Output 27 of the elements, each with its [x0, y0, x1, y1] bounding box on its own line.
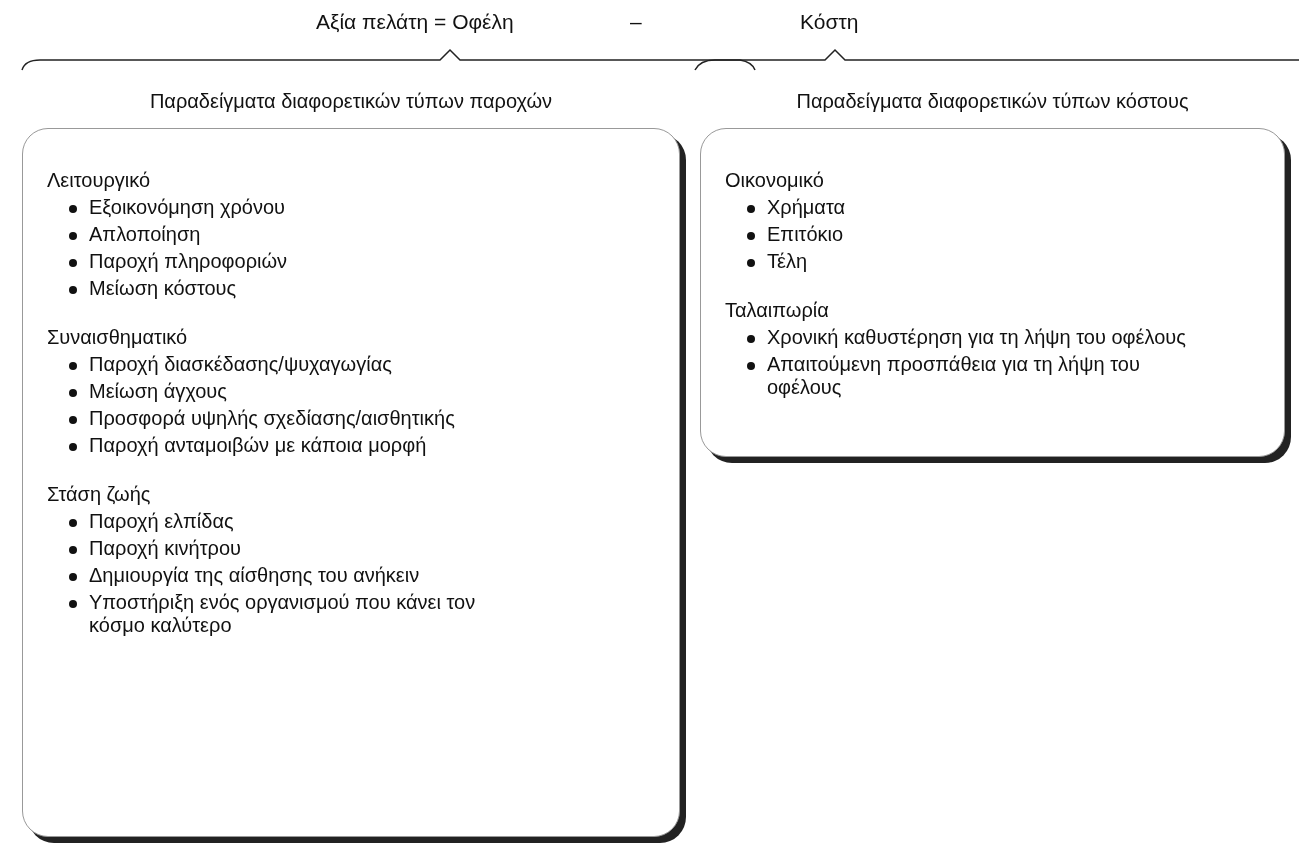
- equation-text: Κόστη: [800, 10, 859, 34]
- equation-text: Αξία πελάτη = Οφέλη: [316, 10, 514, 34]
- minus-sign: –: [630, 10, 642, 34]
- panel-heading: Παραδείγματα διαφορετικών τύπων παροχών: [148, 90, 554, 113]
- category-heading: Στάση ζωής: [47, 483, 152, 506]
- bullet-text: Εξοικονόμηση χρόνου: [89, 196, 286, 219]
- bullet-text: Παροχή ανταμοιβών με κάποια μορφή: [89, 434, 427, 457]
- category-heading: Οικονομικό: [725, 169, 825, 192]
- bullet-text: Παροχή κινήτρου: [89, 537, 242, 560]
- bullet-text: Μείωση κόστους: [89, 277, 237, 300]
- bullet-text: Χρονική καθυστέρηση για τη λήψη του οφέλους: [767, 326, 1186, 349]
- category-heading: Συναισθηματικό: [47, 326, 189, 349]
- bullet-text: Δημιουργία της αίσθησης του ανήκειν: [89, 564, 420, 587]
- bullet-text: Απλοποίηση: [89, 223, 201, 246]
- bullet-text: Τέλη: [767, 250, 808, 273]
- bullet-text: Μείωση άγχους: [89, 380, 227, 403]
- category-heading: Ταλαιπωρία: [725, 299, 830, 322]
- bullet-text: Προσφορά υψηλής σχεδίασης/αισθητικής: [89, 407, 455, 430]
- bullet-text: Παροχή διασκέδασης/ψυχαγωγίας: [89, 353, 392, 376]
- category-heading: Λειτουργικό: [47, 169, 152, 192]
- panel-heading: Παραδείγματα διαφορετικών τύπων κόστους: [795, 90, 1190, 113]
- bullet-text: Επιτόκιο: [767, 223, 844, 246]
- bullet-text: Απαιτούμενη προσπάθεια για τη λήψη του οφέλους: [767, 353, 1141, 399]
- bullet-text: Παροχή ελπίδας: [89, 510, 234, 533]
- bullet-text: Υποστήριξη ενός οργανισμού που κάνει τον κόσμο καλύτερο: [89, 591, 477, 637]
- bullet-text: Χρήματα: [767, 196, 846, 219]
- bullet-text: Παροχή πληροφοριών: [89, 250, 288, 273]
